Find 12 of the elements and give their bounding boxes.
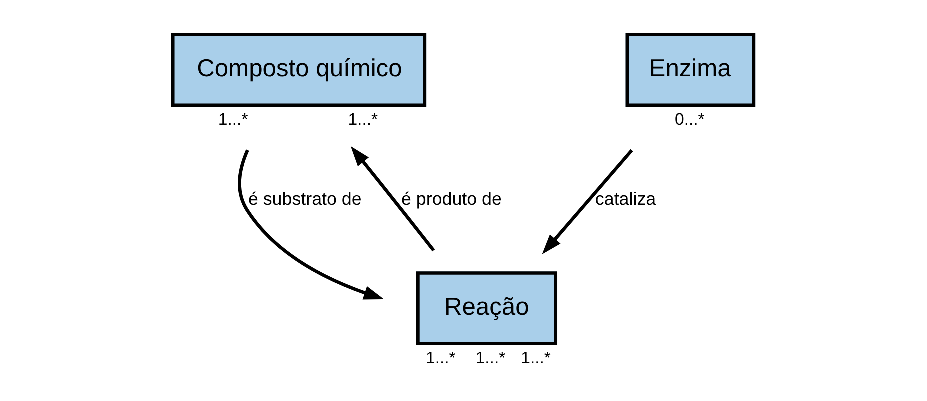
node-label: 0...* (675, 110, 705, 129)
edge-label: é produto de (402, 188, 502, 209)
node-label: 1...* (521, 348, 551, 368)
node-label: 1...* (218, 110, 248, 129)
node-label: 1...* (426, 348, 456, 368)
arrow (350, 146, 436, 252)
node-label: 1...* (348, 110, 378, 129)
node-label: 1...* (476, 348, 506, 368)
edge-label: cataliza (595, 188, 656, 209)
arrow (238, 150, 384, 300)
edge-label: é substrato de (248, 188, 362, 209)
arrow (542, 149, 634, 254)
